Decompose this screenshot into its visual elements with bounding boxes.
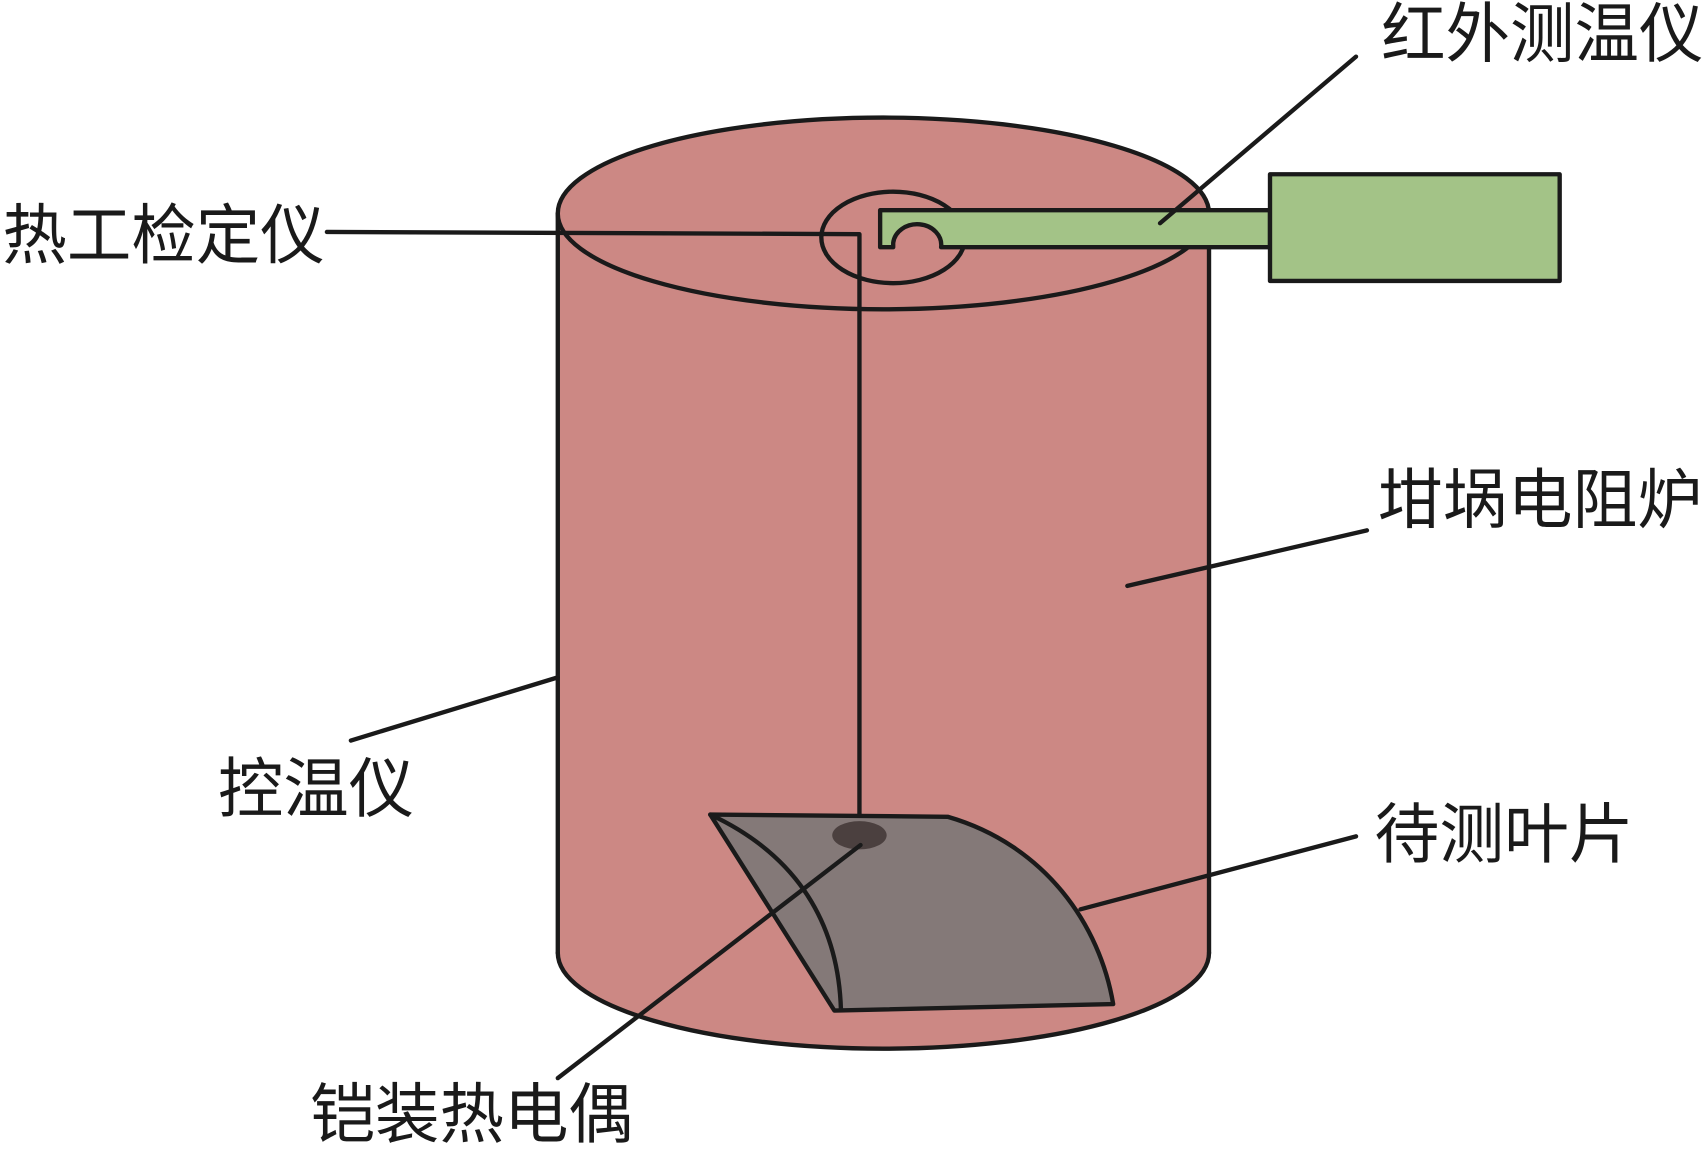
test-blade xyxy=(708,812,1116,1013)
label-armored-thermocouple: 铠装热电偶 xyxy=(311,1077,633,1150)
leader-test-blade xyxy=(1078,834,1359,912)
infrared-thermometer-body xyxy=(1267,172,1562,284)
furnace-bottom-edge xyxy=(555,950,1212,1051)
leader-temperature-controller xyxy=(348,675,560,743)
infrared-probe-rod xyxy=(877,208,1273,250)
label-temperature-controller: 控温仪 xyxy=(218,751,414,827)
thermocouple-tip xyxy=(832,821,887,850)
label-crucible-furnace: 坩埚电阻炉 xyxy=(1378,463,1703,539)
test-blade-front-curve xyxy=(708,812,844,1012)
label-thermal-calibrator: 热工检定仪 xyxy=(2,198,324,274)
leader-armored-thermocouple xyxy=(555,842,863,1081)
leader-crucible-furnace xyxy=(1125,528,1370,589)
label-infrared-thermometer: 红外测温仪 xyxy=(1381,0,1703,73)
leader-infrared-thermometer xyxy=(1157,54,1359,226)
label-test-blade: 待测叶片 xyxy=(1375,797,1634,873)
thermocouple-wire xyxy=(324,229,862,822)
